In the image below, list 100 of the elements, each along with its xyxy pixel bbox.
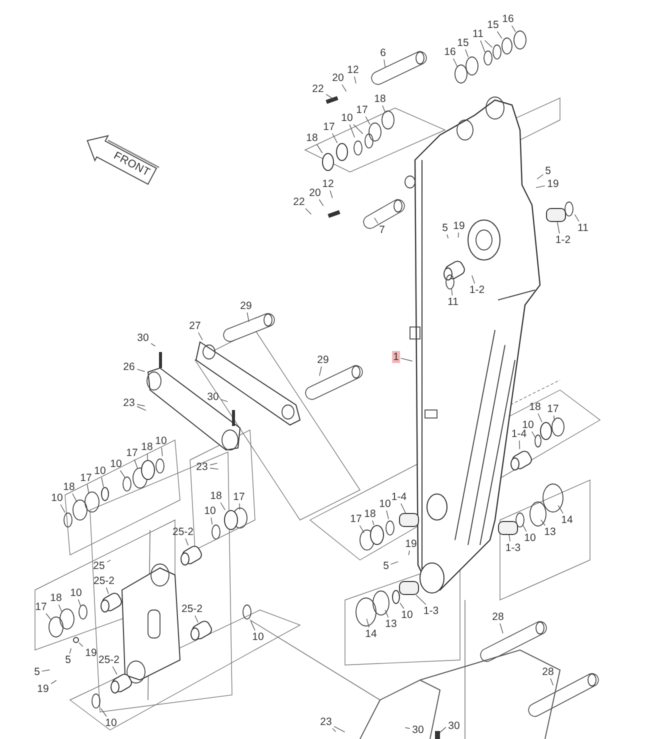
leader-line (46, 613, 52, 621)
callout-number: 5 (544, 165, 552, 177)
leader-line (353, 124, 364, 134)
leader-line (372, 520, 374, 526)
callout-number: 17 (349, 513, 363, 525)
leader-line (239, 503, 240, 510)
bushing-part (546, 208, 566, 222)
leader-line (136, 404, 146, 406)
callout-number: 30 (136, 332, 150, 344)
callout-number: 10 (69, 587, 83, 599)
callout-number: 10 (203, 505, 217, 517)
callout-number: 25-2 (98, 654, 120, 666)
leader-line (390, 561, 398, 565)
callout-number: 10 (104, 717, 118, 729)
leader-line (58, 604, 62, 612)
callout-number: 11 (576, 222, 590, 234)
leader-line (330, 190, 333, 198)
leader-line (136, 406, 146, 411)
callout-number: 22 (311, 83, 325, 95)
ring-part (224, 510, 238, 530)
leader-line (316, 144, 323, 154)
leader-line (536, 174, 544, 180)
callout-number: 28 (491, 611, 505, 623)
leader-line (250, 620, 256, 631)
callout-number: 10 (340, 112, 354, 124)
leader-line (305, 208, 312, 215)
callout-number: 18 (528, 401, 542, 413)
leader-line (319, 366, 322, 376)
leader-line (106, 587, 109, 594)
callout-number: 17 (79, 472, 93, 484)
callout-number: 1-3 (504, 542, 522, 554)
callout-number: 1-2 (468, 284, 486, 296)
bolt-part (434, 730, 440, 739)
leader-line (101, 477, 104, 488)
leader-line (511, 25, 516, 32)
leader-line (550, 678, 554, 686)
leader-line (161, 447, 163, 457)
leader-line (185, 538, 189, 546)
ring-part (336, 143, 348, 161)
callout-number: 18 (363, 508, 377, 520)
callout-number: 12 (346, 64, 360, 76)
ring-part (101, 487, 109, 501)
leader-line (112, 666, 118, 675)
leader-line (150, 343, 156, 347)
callout-number: 18 (373, 93, 387, 105)
leader-line (531, 431, 536, 438)
callout-number: 18 (305, 132, 319, 144)
callout-number: 5 (441, 222, 449, 234)
leader-line (408, 550, 410, 556)
leader-line (451, 288, 453, 296)
callout-number: 13 (384, 618, 398, 630)
leader-line (134, 459, 138, 470)
leader-line (553, 415, 555, 422)
callout-number: 17 (232, 491, 246, 503)
leader-line (78, 599, 81, 606)
leader-line (349, 124, 355, 138)
leader-line (400, 503, 406, 514)
leader-line (538, 413, 542, 422)
callout-number: 17 (355, 104, 369, 116)
callout-number: 10 (93, 465, 107, 477)
callout-number: 14 (364, 628, 378, 640)
callout-number: 15 (456, 37, 470, 49)
callout-number: 29 (316, 354, 330, 366)
leader-line (540, 519, 546, 526)
callout-number: 14 (560, 514, 574, 526)
leader-line (332, 728, 336, 732)
ring-part (73, 637, 79, 643)
callout-number: 19 (84, 647, 98, 659)
callout-number: 18 (140, 441, 154, 453)
callout-number: 17 (322, 121, 336, 133)
leader-line (332, 133, 338, 144)
callout-number: 25 (92, 560, 106, 572)
leader-line (120, 470, 126, 478)
callout-number: 25-2 (92, 575, 116, 587)
leader-line (382, 105, 386, 113)
leader-line (106, 560, 111, 562)
callout-number: 20 (331, 72, 345, 84)
ring-part (322, 153, 334, 171)
leader-line (484, 40, 492, 48)
bushing-part (399, 581, 419, 595)
callout-number: 19 (452, 220, 466, 232)
callout-number: 10 (378, 498, 392, 510)
callout-number: 29 (239, 300, 253, 312)
leader-line (374, 217, 378, 224)
callout-number: 17 (125, 447, 139, 459)
leader-line (496, 31, 502, 39)
leader-line (574, 214, 580, 222)
leader-line (246, 312, 250, 322)
callout-number: 10 (109, 458, 123, 470)
callout-number: 16 (501, 13, 515, 25)
ring-part (370, 525, 384, 545)
leader-line (404, 727, 410, 729)
leader-line (522, 524, 527, 532)
callout-number: 23 (319, 716, 333, 728)
leader-line (220, 502, 226, 510)
callout-number: 26 (122, 361, 136, 373)
callout-number: 22 (292, 196, 306, 208)
leader-line (69, 648, 72, 654)
callout-number: 30 (206, 391, 220, 403)
leader-line (500, 623, 504, 634)
